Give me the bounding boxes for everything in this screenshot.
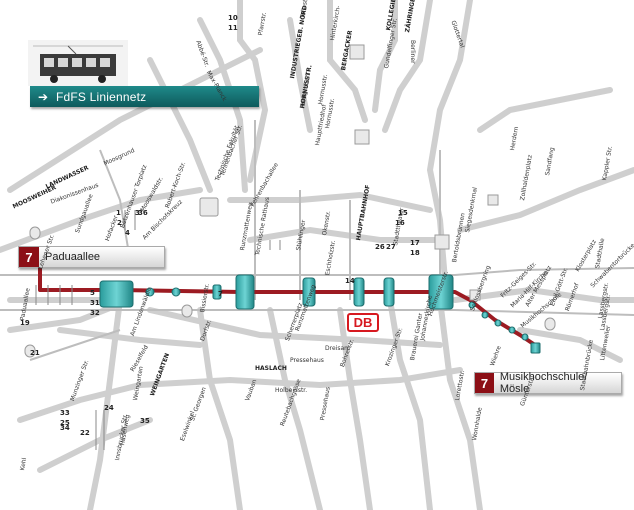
- line-number-label: 21: [30, 349, 40, 357]
- line-number-label: 10: [228, 14, 238, 22]
- stop-markers[interactable]: [24, 44, 556, 358]
- line-number-label: 34: [60, 424, 70, 432]
- route-card-start[interactable]: 7 Paduaallee: [18, 246, 165, 268]
- line-number-label: 26: [375, 243, 385, 251]
- route-number-badge: 7: [19, 247, 39, 267]
- street-label: Berliner: [409, 40, 416, 64]
- route-card-end[interactable]: 7 Musikhochschule/ Mösle: [474, 371, 622, 395]
- line-number-label: 2: [117, 219, 122, 227]
- line-number-label: 18: [410, 249, 420, 257]
- right-arrow-icon: ➔: [37, 89, 49, 104]
- route-terminus-label: Musikhochschule/ Mösle: [499, 371, 588, 395]
- line-number-label: 31: [90, 299, 100, 307]
- line-number-label: 27: [386, 243, 396, 251]
- tram-icon: [28, 40, 128, 86]
- street-label: HASLACH: [255, 365, 287, 372]
- route-terminus-label: Paduaallee: [45, 251, 101, 263]
- line-number-label: 24: [104, 404, 114, 412]
- stations[interactable]: [99, 274, 541, 354]
- line-number-label: 1: [116, 209, 121, 217]
- line-number-label: 14: [345, 277, 355, 285]
- line-number-label: 36: [138, 209, 148, 217]
- line-number-label: 35: [140, 417, 150, 425]
- track-bars: [35, 210, 281, 450]
- line-number-label: 22: [80, 429, 90, 437]
- street-label: Dreisam: [325, 345, 350, 352]
- line-number-label: 17: [410, 239, 420, 247]
- network-title-bar[interactable]: ➔ FdFS Liniennetz: [30, 86, 259, 107]
- line-7-route: [38, 257, 537, 352]
- line-number-label: 25: [60, 419, 70, 427]
- line-number-label: 33: [60, 409, 70, 417]
- street-label: Pressehaus: [290, 357, 324, 364]
- network-lines-thin: [0, 120, 634, 361]
- line-number-label: 15: [398, 209, 408, 217]
- db-logo: DB: [347, 313, 379, 332]
- route-number-badge: 7: [475, 373, 494, 393]
- line-number-label: 16: [395, 219, 405, 227]
- street-label: Holbeinstr.: [275, 387, 308, 394]
- line-number-label: 5: [90, 289, 95, 297]
- line-number-label: 7: [218, 290, 223, 298]
- line-number-label: 3: [135, 209, 140, 217]
- line-number-label: 11: [228, 24, 238, 32]
- line-number-label: 19: [20, 319, 30, 327]
- line-number-label: 32: [90, 309, 100, 317]
- page-title: FdFS Liniennetz: [56, 89, 147, 104]
- line-number-label: 4: [125, 229, 130, 237]
